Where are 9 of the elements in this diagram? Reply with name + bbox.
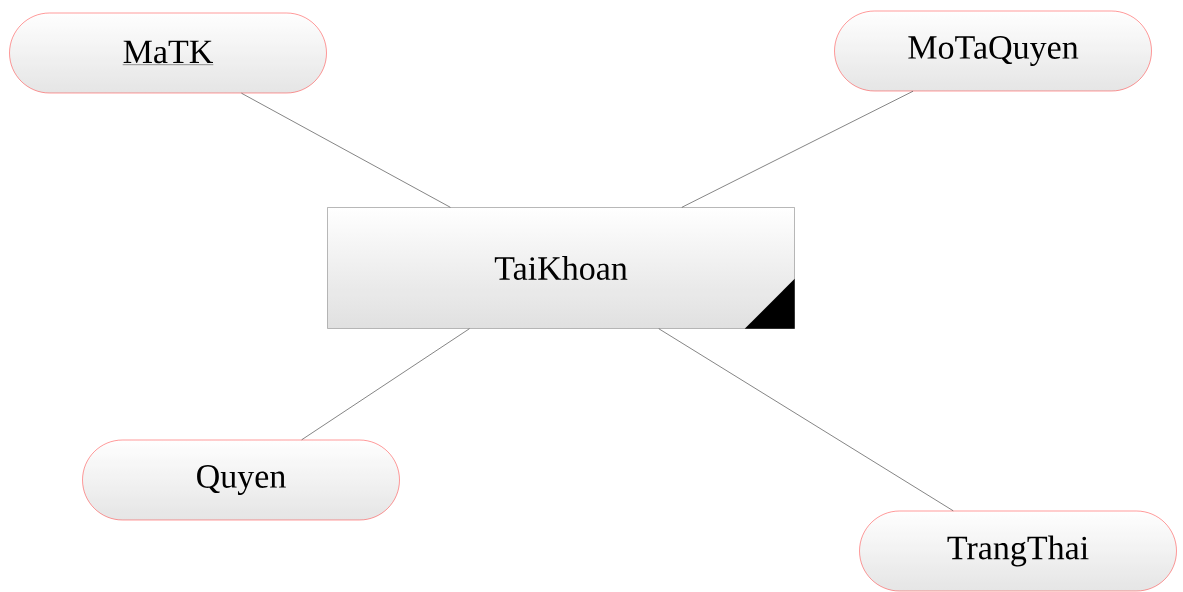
connector-line bbox=[658, 328, 954, 512]
attribute-box: MaTK bbox=[9, 12, 327, 94]
connector-line bbox=[681, 90, 914, 208]
attribute-box: MoTaQuyen bbox=[834, 10, 1152, 92]
connector-line bbox=[301, 328, 470, 441]
connector-line bbox=[241, 92, 451, 208]
attribute-box: TrangThai bbox=[859, 510, 1177, 592]
entity-box: TaiKhoan bbox=[327, 207, 795, 329]
attribute-box: Quyen bbox=[82, 439, 400, 521]
